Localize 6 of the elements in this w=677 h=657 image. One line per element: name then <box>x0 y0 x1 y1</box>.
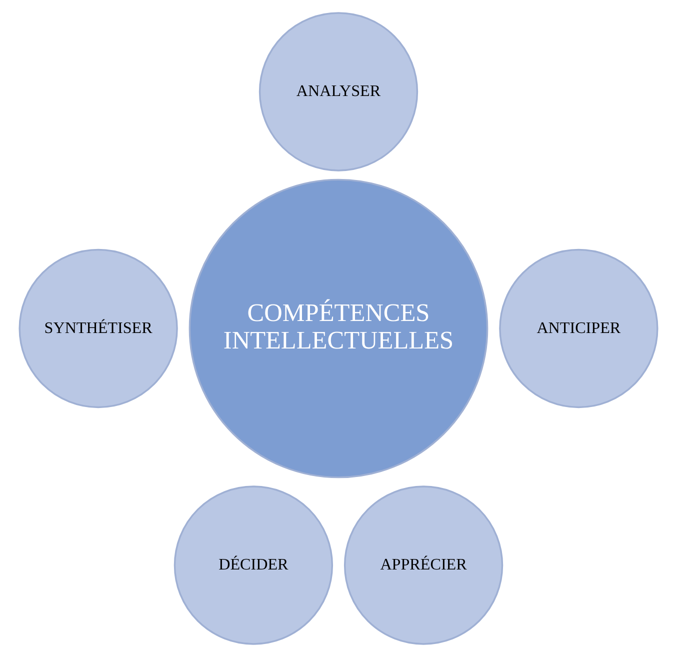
node-circle: SYNTHÉTISER <box>18 248 178 408</box>
node-circle: APPRÉCIER <box>344 486 504 645</box>
node-circle: DÉCIDER <box>174 486 334 645</box>
node-circle: COMPÉTENCES INTELLECTUELLES <box>188 178 488 478</box>
node-circle: ANALYSER <box>258 12 418 172</box>
node-circle: ANTICIPER <box>499 248 658 408</box>
